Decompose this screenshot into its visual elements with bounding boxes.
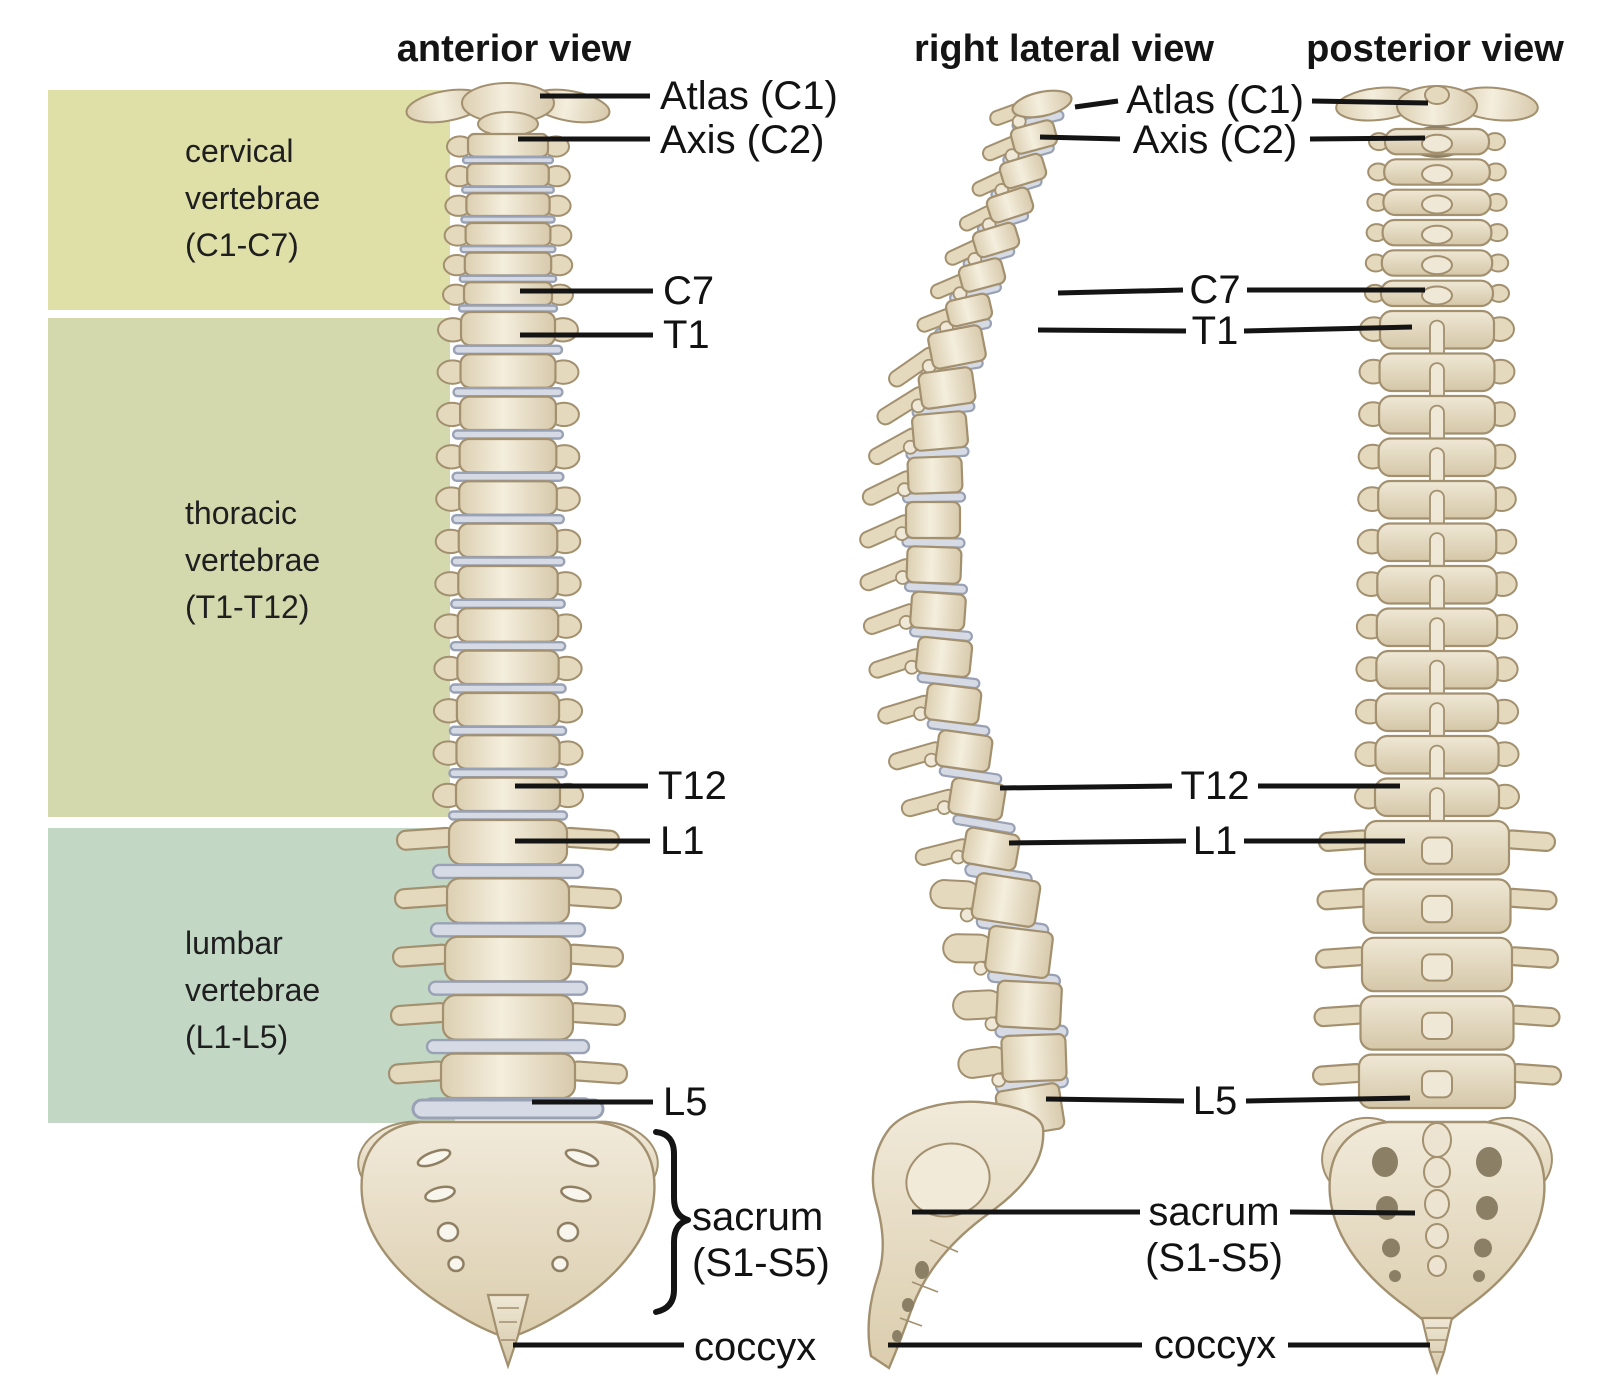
sacrum-brace	[653, 1129, 691, 1315]
region-label-line: thoracic	[185, 495, 298, 531]
leader-t1-lateral	[1037, 327, 1187, 334]
label-sacrum-range: (S1-S5)	[1145, 1236, 1283, 1280]
leader-sacrum-posterior	[1289, 1209, 1416, 1216]
region-label-line: vertebrae	[185, 180, 321, 216]
leader-c7-lateral	[1057, 287, 1184, 296]
label-atlas-c1: Atlas (C1)	[660, 74, 838, 118]
region-label-line: (T1-T12)	[185, 589, 310, 625]
label-c7: C7	[663, 269, 715, 313]
leader-t12-lateral	[999, 783, 1173, 791]
leader-atlas-posterior	[1311, 98, 1429, 106]
region-label-lumbar: lumbar vertebrae (L1-L5)	[185, 920, 320, 1061]
leader-axis-lateral	[1039, 134, 1121, 142]
posterior-spine-drawing	[1311, 85, 1563, 1376]
label-coccyx: coccyx	[1153, 1323, 1277, 1367]
leader-t1-posterior	[1243, 324, 1413, 334]
label-sacrum: sacrum	[692, 1195, 824, 1239]
label-l5: L5	[1192, 1079, 1238, 1123]
region-label-line: lumbar	[185, 925, 283, 961]
region-label-line: vertebrae	[185, 542, 321, 578]
leader-l5-lateral	[1045, 1096, 1185, 1104]
region-band-cervical: cervical vertebrae (C1-C7)	[48, 90, 450, 310]
label-t1: T1	[1191, 309, 1239, 353]
region-label-line: (C1-C7)	[185, 227, 299, 263]
right-lateral-spine-drawing	[859, 89, 1073, 1370]
label-coccyx: coccyx	[694, 1325, 817, 1369]
leader-lines	[513, 93, 1430, 1348]
title-posterior-view: posterior view	[1306, 28, 1564, 70]
label-t1: T1	[663, 313, 710, 357]
label-t12: T12	[1180, 764, 1250, 808]
region-label-line: cervical	[185, 133, 294, 169]
region-band-lumbar: lumbar vertebrae (L1-L5)	[48, 828, 455, 1123]
leader-l5-posterior	[1245, 1095, 1411, 1104]
region-label-cervical: cervical vertebrae (C1-C7)	[185, 128, 320, 269]
region-label-thoracic: thoracic vertebrae (T1-T12)	[185, 490, 320, 631]
label-axis-c2: Axis (C2)	[660, 118, 825, 162]
label-axis-c2: Axis (C2)	[1132, 118, 1298, 162]
title-anterior-view: anterior view	[396, 28, 632, 70]
label-t12: T12	[658, 764, 727, 808]
label-sacrum: sacrum	[1148, 1190, 1280, 1234]
label-l5: L5	[663, 1080, 708, 1124]
leader-axis-posterior	[1309, 135, 1426, 142]
label-l1: L1	[1192, 819, 1238, 863]
region-label-line: vertebrae	[185, 972, 321, 1008]
leader-atlas-lateral	[1074, 98, 1119, 110]
label-sacrum-range: (S1-S5)	[692, 1241, 830, 1285]
region-band-thoracic: thoracic vertebrae (T1-T12)	[48, 318, 450, 817]
anterior-spine-drawing	[357, 82, 659, 1370]
label-c7: C7	[1189, 268, 1241, 312]
title-right-lateral-view: right lateral view	[914, 28, 1214, 70]
region-label-line: (L1-L5)	[185, 1019, 289, 1055]
label-atlas-c1: Atlas (C1)	[1126, 78, 1304, 122]
label-l1: L1	[660, 819, 705, 863]
leader-l1-lateral	[1008, 838, 1187, 846]
